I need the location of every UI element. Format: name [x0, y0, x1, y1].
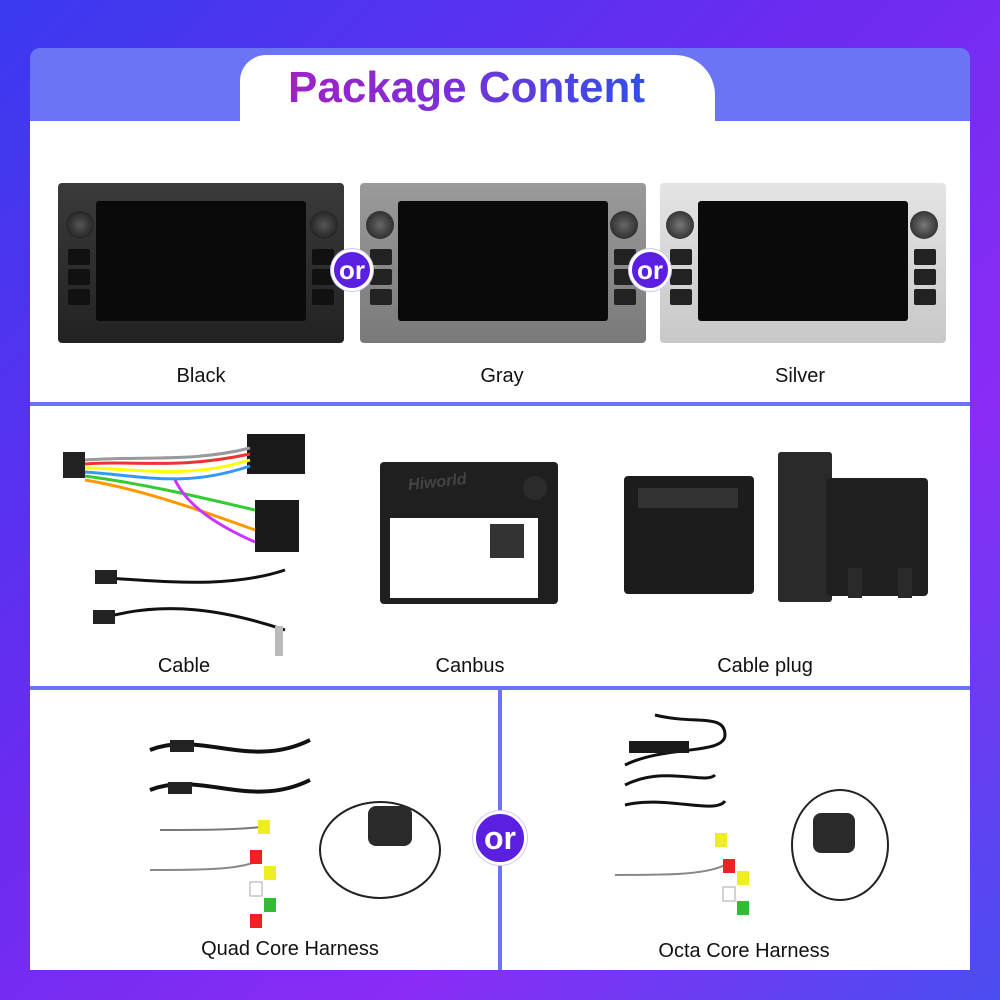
- power-knob-icon: [666, 211, 694, 239]
- unit-button-icon: [370, 249, 392, 265]
- unit-button-icon: [370, 289, 392, 305]
- power-knob-icon: [366, 211, 394, 239]
- unit-screen: [96, 201, 306, 321]
- volume-knob-icon: [310, 211, 338, 239]
- title-tab: Package Content: [240, 55, 715, 121]
- cable-image: [63, 434, 305, 656]
- unit-button-icon: [914, 249, 936, 265]
- label-silver: Silver: [774, 365, 826, 387]
- unit-button-icon: [312, 249, 334, 265]
- or-badge: or: [473, 811, 527, 865]
- label-octa-core-harness: Octa Core Harness: [658, 940, 830, 962]
- unit-button-icon: [68, 269, 90, 285]
- unit-button-icon: [68, 249, 90, 265]
- label-cable: Cable: [157, 655, 211, 677]
- unit-button-icon: [68, 289, 90, 305]
- or-badge: or: [331, 249, 373, 291]
- unit-screen: [398, 201, 608, 321]
- unit-button-icon: [914, 269, 936, 285]
- label-gray: Gray: [480, 365, 524, 387]
- or-badge: or: [629, 249, 671, 291]
- unit-button-icon: [312, 269, 334, 285]
- unit-button-icon: [670, 289, 692, 305]
- panel-octa-core-harness: [502, 690, 970, 970]
- unit-button-icon: [370, 269, 392, 285]
- unit-button-icon: [670, 269, 692, 285]
- label-black: Black: [176, 365, 226, 387]
- head-unit-gray-image: [360, 183, 646, 343]
- head-unit-black-image: [58, 183, 344, 343]
- unit-screen: [698, 201, 908, 321]
- cable-plug-image: [624, 452, 928, 602]
- quad-core-harness-image: [149, 738, 441, 928]
- label-quad-core-harness: Quad Core Harness: [201, 938, 379, 960]
- label-cable-plug: Cable plug: [717, 655, 813, 677]
- volume-knob-icon: [910, 211, 938, 239]
- volume-knob-icon: [610, 211, 638, 239]
- unit-button-icon: [312, 289, 334, 305]
- unit-button-icon: [614, 289, 636, 305]
- unit-button-icon: [914, 289, 936, 305]
- unit-button-icon: [670, 249, 692, 265]
- canbus-image: [380, 462, 558, 604]
- power-knob-icon: [66, 211, 94, 239]
- head-unit-silver-image: [660, 183, 946, 343]
- label-canbus: Canbus: [435, 655, 505, 677]
- page-title: Package Content: [288, 63, 645, 112]
- octa-core-harness-image: [614, 713, 889, 915]
